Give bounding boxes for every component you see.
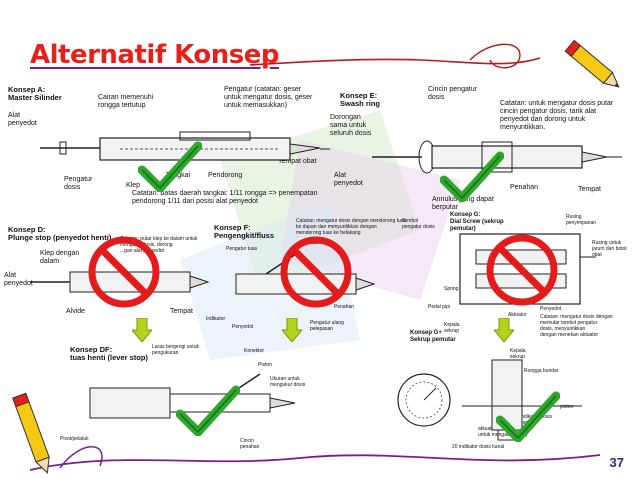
concept-g2-label: 20 indikator dosis kanal <box>452 444 505 450</box>
concept-e-title: Konsep E: Swash ring <box>340 91 381 108</box>
concept-g2-label: piston <box>560 404 574 410</box>
concept-df-label: Ukuran untuk mengukur dosis <box>270 376 306 388</box>
concept-g-label: Pedal pipi <box>428 304 450 310</box>
concept-g-label: Penyedot <box>540 306 562 312</box>
concept-g2-title: Konsep G+ Sekrup pemutar <box>410 330 456 343</box>
concept-d-label: Klep dengan dalam <box>40 250 80 265</box>
concept-a-note: Catatan: batas daerah tangkai: 1/11 rong… <box>132 190 318 205</box>
prohibition-icon <box>88 236 160 308</box>
down-arrow-icon <box>132 318 152 342</box>
concept-g-label: Aktuator <box>508 312 527 318</box>
syringe-drawing-e <box>372 140 622 174</box>
prohibition-icon <box>486 234 558 306</box>
concept-f-label: Indikator <box>206 316 226 322</box>
concept-d-label: Alvide <box>66 308 86 315</box>
concept-e-label: Dorongan sama untuk seluruh dosis <box>330 114 372 137</box>
concept-df-label: Konektor <box>244 348 265 354</box>
concept-g-label: Kepala sekrup <box>444 322 460 334</box>
concept-e-label: Cincin pengatur dosis <box>428 86 478 101</box>
concept-df-label: Cincin penahan <box>240 438 260 450</box>
concept-g-label: Rusing untuk jarum dan botol obat <box>592 240 627 258</box>
concept-a-label: Pendorong <box>208 172 243 179</box>
concept-a-label: Cairan memenuhi rongga tertutup <box>98 94 154 109</box>
concept-d-label: Alat penyedot <box>4 272 33 287</box>
concept-a-title: Konsep A: Master Silinder <box>8 85 62 102</box>
concept-g2-label: Rongga bundar <box>524 368 559 374</box>
concept-f-title: Konsep F: Pengengkit/fluss <box>214 223 275 240</box>
page-number: 37 <box>609 455 624 470</box>
concept-g-note: Catatan: mengatur dosis dengan memutar t… <box>540 314 613 338</box>
checkmark-icon <box>440 151 504 202</box>
concept-a-label: Tempat obat <box>278 158 317 165</box>
dial-drawing-g2 <box>397 373 451 427</box>
concept-a-label: Klep <box>126 182 141 189</box>
concept-d-label: Tempat <box>170 308 193 315</box>
concept-a-label: Pengatur dosis <box>64 176 93 191</box>
concept-e-label: Penahan <box>510 184 539 191</box>
concept-e-label: Alat penyedot <box>334 172 363 187</box>
device-drawing-df <box>89 373 296 419</box>
concept-f-label: Pengatur ulang pelepasan <box>310 320 344 332</box>
concept-g-label: Spring <box>444 286 459 292</box>
down-arrow-icon <box>494 318 514 342</box>
concept-e-label: Annulus yang dapat berputar <box>432 196 494 211</box>
concept-df-label: Laras bergerigi untuk pengukuran. <box>152 344 199 356</box>
down-arrow-icon <box>282 318 302 342</box>
concept-d-title: Konsep D: Plunge stop (penyedot henti) <box>8 225 112 242</box>
concept-e-note: Catatan: untuk mengatur dosis putar cinc… <box>500 100 614 131</box>
concept-e-label: Tempat <box>578 186 601 193</box>
concept-g-title: Konsep G: Dial Screw (sekrup pemutar) <box>450 212 504 232</box>
pencil-icon <box>12 392 50 474</box>
prohibition-icon <box>280 236 352 308</box>
checkmark-icon <box>176 385 240 436</box>
concept-a-label: Tangkai <box>166 172 191 179</box>
concept-f-label: Penyedot <box>232 324 254 330</box>
concept-f-label: Tombol pengatur dosis <box>402 218 435 230</box>
concept-a-label: Alat penyedot <box>8 112 37 127</box>
concept-g2-label: Kepala sekrup <box>510 348 526 360</box>
checkmark-icon <box>496 391 560 442</box>
checkmark-icon <box>138 141 202 192</box>
concept-df-label: Piston <box>258 362 272 368</box>
concept-f-label: Penahan <box>334 304 355 310</box>
concept-a-label: Pengatur (catatan: geser untuk mengatur … <box>224 86 313 109</box>
concept-df-label: Pivot/pelatuk <box>60 436 89 442</box>
page-title: Alternatif Konsep <box>30 40 279 70</box>
concept-f-label: Catatan: mengatur dosis dengan mendorong… <box>296 218 407 236</box>
concept-f-label: Pengatur tuas <box>226 246 258 252</box>
concept-g-label: Rusing penyimpanan <box>566 214 597 226</box>
concept-df-title: Konsep DF: tuas henti (lever stop) <box>70 345 148 362</box>
pencil-icon <box>564 39 620 88</box>
